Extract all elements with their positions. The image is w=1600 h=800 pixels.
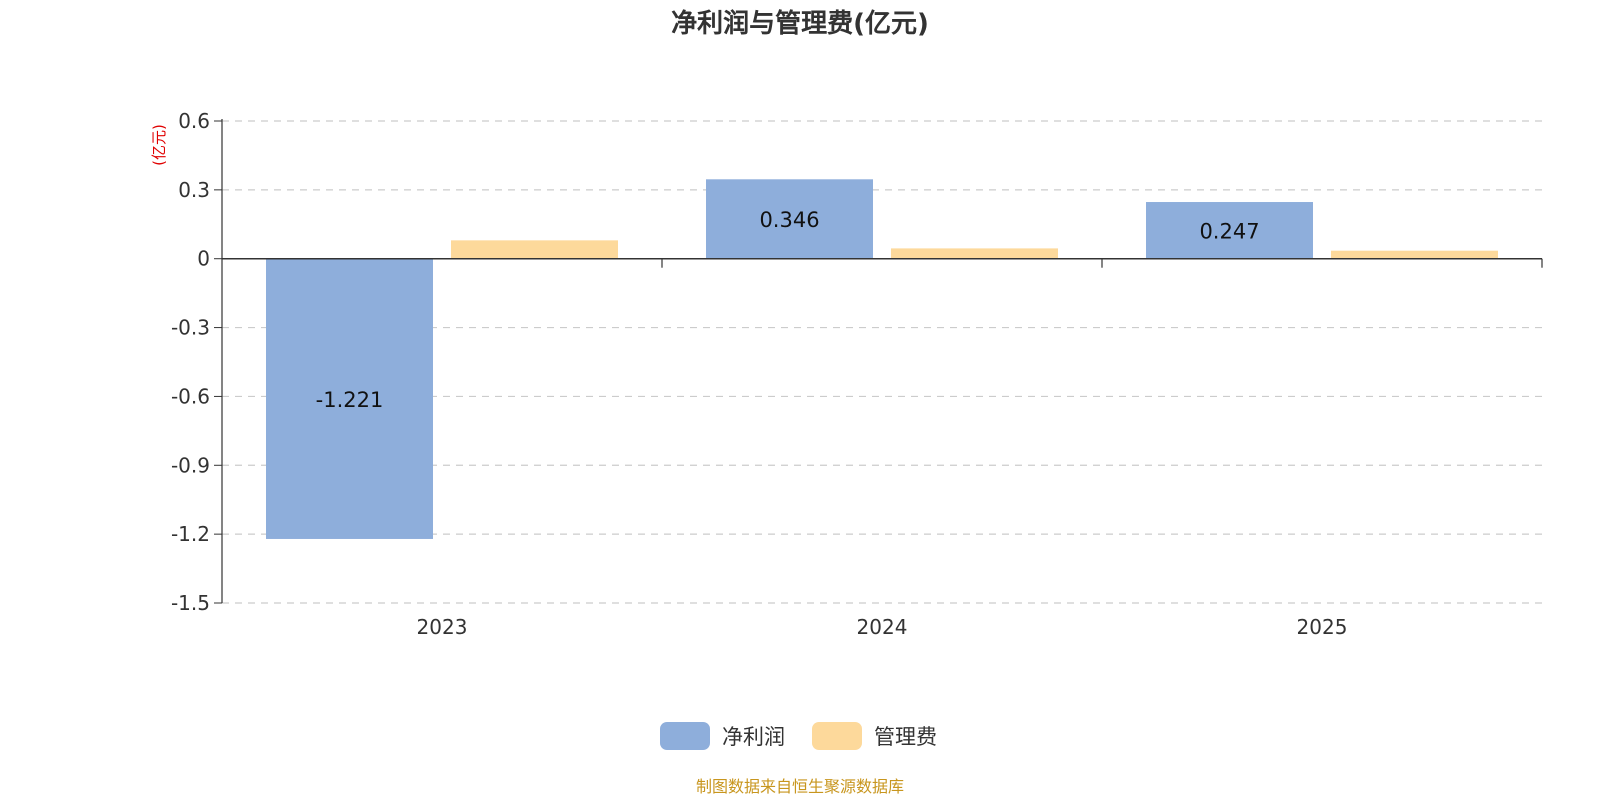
y-tick-label: -1.2 [171,522,210,546]
bars [266,179,1498,539]
data-label: 0.247 [1199,219,1259,243]
x-category-label: 2024 [857,615,908,639]
bar-admin-expense-2024[interactable] [891,248,1058,259]
chart-title: 净利润与管理费(亿元) [671,8,929,39]
legend-swatch [660,722,710,750]
y-tick-label: 0.3 [178,178,210,202]
y-axis-unit-label: (亿元) [150,124,168,166]
data-labels: -1.221 0.346 0.247 [316,208,1260,412]
y-tick-label: -0.6 [171,384,210,408]
legend-item-admin-expense[interactable]: 管理费 [812,722,937,750]
bar-net-profit-2024[interactable] [706,179,873,259]
bar-admin-expense-2025[interactable] [1331,250,1498,259]
data-label: 0.346 [759,208,819,232]
axes: 0.6 0.3 0 -0.3 -0.6 -0.9 -1.2 -1.5 2023 2024 2025 [171,109,1543,639]
x-category-label: 2023 [417,615,468,639]
legend-label: 管理费 [874,725,937,749]
y-tick-label: 0 [197,247,210,271]
legend[interactable]: 净利润 管理费 [660,722,937,750]
data-label: -1.221 [316,388,384,412]
legend-label: 净利润 [722,725,785,749]
source-note: 制图数据来自恒生聚源数据库 [696,777,904,796]
y-tick-label: 0.6 [178,109,210,133]
bar-admin-expense-2023[interactable] [451,240,618,259]
legend-swatch [812,722,862,750]
x-category-label: 2025 [1297,615,1348,639]
y-tick-label: -0.3 [171,316,210,340]
bar-net-profit-2023[interactable] [266,258,433,539]
y-tick-label: -0.9 [171,453,210,477]
y-tick-label: -1.5 [171,591,210,615]
bar-net-profit-2025[interactable] [1146,202,1313,259]
legend-item-net-profit[interactable]: 净利润 [660,722,785,750]
